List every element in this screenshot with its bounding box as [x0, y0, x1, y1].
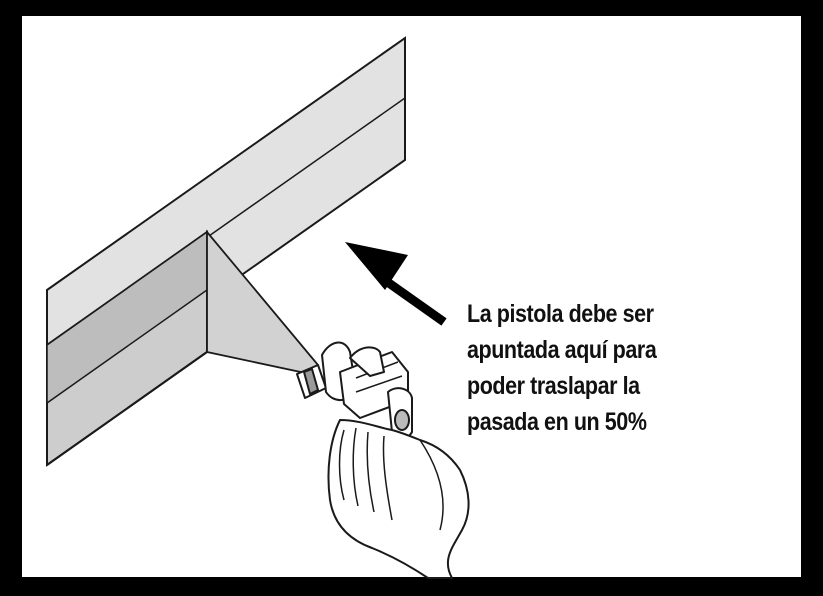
caption-line-1: La pistola debe ser [467, 300, 654, 328]
arrow-up-left-icon [345, 242, 447, 326]
instruction-caption: La pistola debe ser apuntada aquí para p… [467, 296, 734, 440]
caption-line-2: apuntada aquí para [467, 336, 657, 364]
caption-line-4: pasada en un 50% [467, 408, 647, 436]
hand-icon [327, 419, 470, 579]
caption-line-3: poder traslapar la [467, 372, 640, 400]
